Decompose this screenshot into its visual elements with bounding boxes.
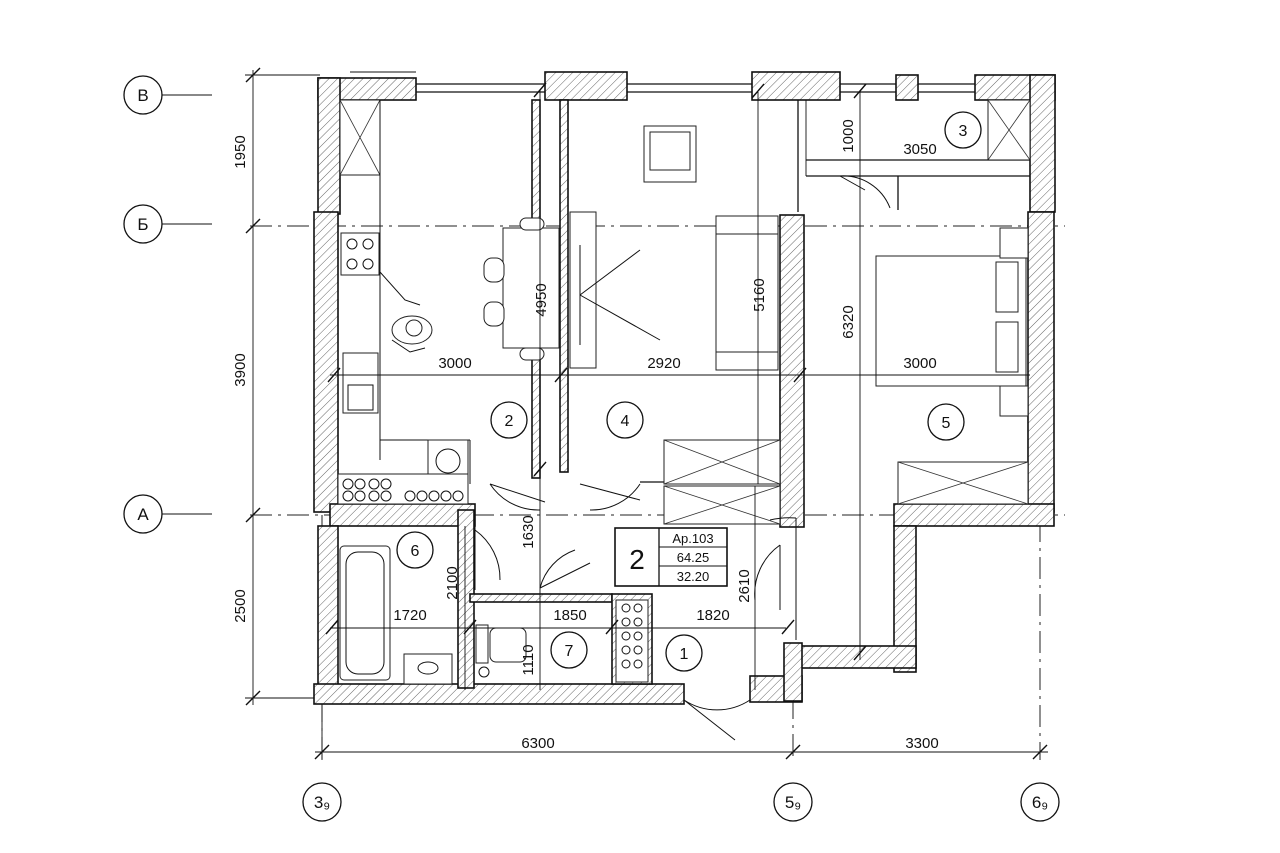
dim-living-width: 2920 <box>647 355 680 372</box>
dim-2500: 2500 <box>232 589 249 622</box>
dining-table <box>483 217 560 361</box>
dim-6300: 6300 <box>521 735 554 752</box>
room-bubble-4: 4 <box>606 401 644 439</box>
interior-dimension-labels: 3000 4950 2920 5160 3050 1000 6320 3000 … <box>393 119 936 675</box>
svg-text:1: 1 <box>680 646 689 663</box>
svg-text:4: 4 <box>621 413 630 430</box>
axis-label-3: 3₉ <box>314 793 330 812</box>
dim-kitchen-depth: 4950 <box>533 283 550 316</box>
dim-bath-depth: 2100 <box>444 566 461 599</box>
kitchen-fixtures <box>337 99 560 505</box>
bedroom-furniture <box>875 99 1031 505</box>
axis-bubble-A: А <box>123 494 212 534</box>
dim-hall-1630: 1630 <box>520 515 537 548</box>
apartment-rooms-count: 2 <box>629 544 645 575</box>
stove-icon <box>340 232 380 276</box>
bathroom-fixtures <box>339 545 649 685</box>
dim-entry-depth: 2610 <box>736 569 753 602</box>
dimension-left-vertical: 1950 3900 2500 <box>232 67 320 706</box>
sink-icon <box>342 352 379 414</box>
living-furniture <box>568 125 781 525</box>
tv-stand <box>569 211 597 369</box>
room-bubble-7: 7 <box>550 631 588 669</box>
dim-3300: 3300 <box>905 735 938 752</box>
svg-text:5: 5 <box>942 415 951 432</box>
dimension-bottom-horizontal: 6300 3300 <box>314 705 1048 760</box>
bathtub-icon <box>339 545 391 681</box>
dim-3900: 3900 <box>232 353 249 386</box>
svg-text:7: 7 <box>565 643 574 660</box>
room-bubble-3: 3 <box>944 111 982 149</box>
person-icon <box>379 271 433 353</box>
room-bubble-2: 2 <box>490 401 528 439</box>
room-bubble-5: 5 <box>927 403 965 441</box>
wc-storage <box>615 599 649 683</box>
doors <box>474 175 891 741</box>
axis-bubble-5: 5₉ <box>773 782 813 822</box>
svg-text:6: 6 <box>411 543 420 560</box>
apartment-living-area: 32.20 <box>677 569 710 584</box>
axis-label-B: Б <box>137 215 148 234</box>
apartment-total-area: 64.25 <box>677 550 710 565</box>
dim-living-depth: 5160 <box>751 278 768 311</box>
sofa-icon <box>715 215 779 371</box>
interior-dimension-lines <box>325 82 1030 690</box>
axis-label-5: 5₉ <box>785 793 801 812</box>
washbasin-icon <box>403 653 453 685</box>
axis-bubble-V: В <box>123 75 212 115</box>
axis-bubble-B: Б <box>123 204 212 244</box>
dim-kitchen-width: 3000 <box>438 355 471 372</box>
svg-text:3: 3 <box>959 123 968 140</box>
kitchen-shelving-bottom <box>337 473 469 505</box>
axis-bubble-6: 6₉ <box>1020 782 1060 822</box>
dim-wc-width: 1850 <box>553 607 586 624</box>
dim-1950: 1950 <box>232 135 249 168</box>
dim-balcony-width: 3050 <box>903 141 936 158</box>
svg-text:2: 2 <box>505 413 514 430</box>
dim-balcony-depth: 1000 <box>840 119 857 152</box>
apartment-tag: 2 Ap.103 64.25 32.20 <box>614 527 728 587</box>
room-number-bubbles: 1 2 3 4 5 6 7 <box>396 111 982 672</box>
room-bubble-1: 1 <box>665 634 703 672</box>
walls <box>313 71 1056 705</box>
dim-wc-depth: 1110 <box>520 644 537 675</box>
dim-entry-width: 1820 <box>696 607 729 624</box>
axis-label-V: В <box>137 86 148 105</box>
axis-label-6: 6₉ <box>1032 793 1048 812</box>
apartment-number: Ap.103 <box>672 531 713 546</box>
axis-bubble-3: 3₉ <box>302 782 342 822</box>
axis-label-A: А <box>137 505 149 524</box>
room-bubble-6: 6 <box>396 531 434 569</box>
dim-bedroom-width: 3000 <box>903 355 936 372</box>
dim-bath-width: 1720 <box>393 607 426 624</box>
dim-bedroom-depth: 6320 <box>840 305 857 338</box>
